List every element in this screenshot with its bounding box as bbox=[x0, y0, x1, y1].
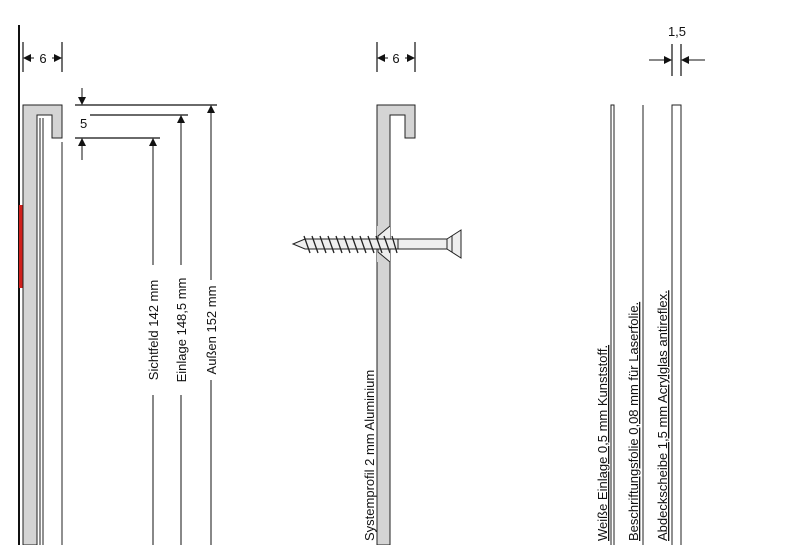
label-white-insert: Weiße Einlage 0,5 mm Kunststoff. bbox=[595, 345, 610, 541]
white-insert-layer bbox=[610, 104, 615, 545]
label-acrylic: Abdeckscheibe 1,5 mm Acrylglas antirefle… bbox=[655, 290, 670, 541]
dim-width-left: 6 bbox=[39, 51, 46, 66]
label-foil: Beschriftungsfolie 0,08 mm für Laserfoli… bbox=[626, 302, 641, 541]
frame-profile bbox=[22, 104, 63, 545]
dim-width-middle: 6 bbox=[392, 51, 399, 66]
dim-lip: 5 bbox=[80, 116, 87, 131]
middle-section: 6 Systemprofil 2 mm Aluminium bbox=[291, 42, 462, 545]
left-section: 6 5 Sichtfeld 142 mm Einlage 148,5 mm Au… bbox=[18, 25, 219, 545]
label-aussen: Außen 152 mm bbox=[204, 286, 219, 375]
adhesive-strip bbox=[19, 205, 23, 288]
label-sichtfeld: Sichtfeld 142 mm bbox=[146, 280, 161, 380]
acrylic-cover-layer bbox=[671, 104, 682, 545]
right-section: 1,5 Weiße Einlage 0,5 mm Kunststoff. Bes… bbox=[595, 24, 705, 545]
dim-thickness: 1,5 bbox=[668, 24, 686, 39]
system-profile bbox=[376, 104, 416, 545]
label-einlage: Einlage 148,5 mm bbox=[174, 278, 189, 383]
label-systemprofil: Systemprofil 2 mm Aluminium bbox=[362, 370, 377, 541]
screw-icon bbox=[291, 225, 462, 263]
